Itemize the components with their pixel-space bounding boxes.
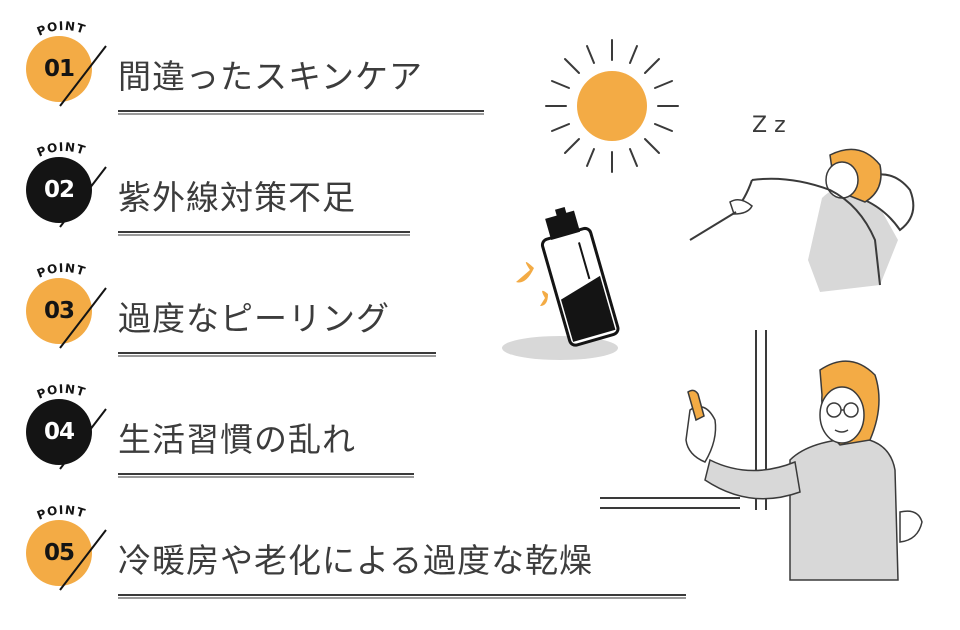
point-label: 間違ったスキンケア: [118, 57, 424, 96]
svg-text:POINT: POINT: [35, 19, 88, 39]
svg-text:POINT: POINT: [35, 261, 88, 281]
point-badge-orange: 01: [26, 36, 92, 102]
teacher-pointing-icon: [600, 330, 923, 581]
svg-text:Z z: Z z: [752, 113, 786, 138]
point-badge-black: 04: [26, 399, 92, 465]
point-badge-orange: 03: [26, 278, 92, 344]
point-item-04: POINT 04 生活習慣の乱れ: [0, 375, 700, 485]
slash-decoration: [59, 408, 107, 470]
point-number: 01: [43, 56, 75, 82]
point-underline: [118, 473, 414, 478]
point-underline: [118, 594, 686, 599]
point-underline: [118, 352, 436, 357]
svg-text:POINT: POINT: [35, 382, 88, 402]
illustration: Z z: [502, 39, 923, 581]
svg-text:POINT: POINT: [35, 503, 88, 523]
slash-decoration: [59, 166, 107, 228]
slash-decoration: [59, 529, 107, 591]
spray-bottle-icon: [502, 207, 620, 360]
point-item-03: POINT 03 過度なピーリング: [0, 254, 700, 364]
point-tag: POINT: [35, 140, 88, 160]
point-tag: POINT: [35, 382, 88, 402]
point-tag: POINT: [35, 503, 88, 523]
point-number: 03: [43, 298, 75, 324]
slash-decoration: [59, 287, 107, 349]
point-number: 02: [43, 177, 75, 203]
point-tag: POINT: [35, 261, 88, 281]
point-label: 紫外線対策不足: [118, 178, 356, 217]
point-item-01: POINT 01 間違ったスキンケア: [0, 12, 700, 122]
sun-icon: [545, 39, 679, 173]
point-badge-black: 02: [26, 157, 92, 223]
point-item-05: POINT 05 冷暖房や老化による過度な乾燥: [0, 496, 700, 606]
sleeping-person-icon: Z z: [689, 113, 915, 292]
point-label: 過度なピーリング: [118, 299, 390, 338]
point-label: 生活習慣の乱れ: [118, 420, 356, 459]
point-label: 冷暖房や老化による過度な乾燥: [118, 541, 594, 580]
point-underline: [118, 231, 410, 236]
point-tag: POINT: [35, 19, 88, 39]
svg-text:POINT: POINT: [35, 140, 88, 160]
point-number: 05: [43, 540, 75, 566]
point-badge-orange: 05: [26, 520, 92, 586]
point-item-02: POINT 02 紫外線対策不足: [0, 133, 700, 243]
point-underline: [118, 110, 484, 115]
slash-decoration: [59, 45, 107, 107]
point-number: 04: [43, 419, 75, 445]
